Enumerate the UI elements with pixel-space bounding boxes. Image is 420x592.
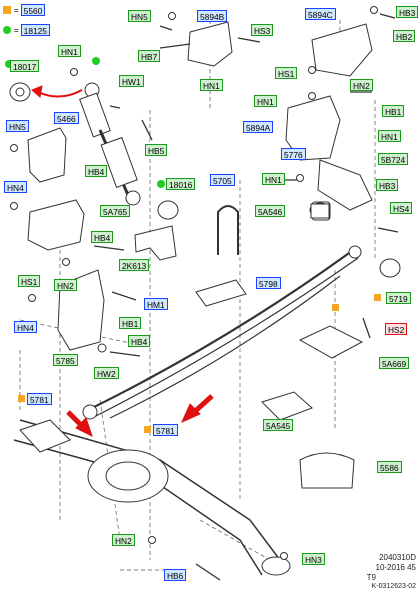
callout-arrows xyxy=(31,85,214,437)
label-5a545: 5A545 xyxy=(263,419,294,431)
axle-housing xyxy=(13,419,291,576)
label-hb4: HB4 xyxy=(85,165,108,177)
label-hn2: HN2 xyxy=(54,279,77,291)
label-5894a: 5894A xyxy=(243,121,274,133)
pad-5a545 xyxy=(261,391,313,421)
label-5719: 5719 xyxy=(386,292,411,304)
label-5a765: 5A765 xyxy=(100,205,131,217)
label-hs3: HS3 xyxy=(251,24,274,36)
label-5894b: 5894B xyxy=(197,10,228,22)
label-hw1: HW1 xyxy=(119,75,144,87)
label-5785: 5785 xyxy=(53,354,78,366)
drawing-ref-code: 2040310D xyxy=(379,553,416,562)
leaf-spring xyxy=(82,245,362,420)
label-hn2: HN2 xyxy=(112,534,135,546)
bracket-2k613 xyxy=(134,225,177,261)
label-hn1: HN1 xyxy=(254,95,277,107)
bracket-5894a xyxy=(285,95,341,161)
label-hn5: HN5 xyxy=(6,120,29,132)
green-dot-marker xyxy=(5,60,13,68)
label-hb4: HB4 xyxy=(91,231,114,243)
label-5466: 5466 xyxy=(54,112,79,124)
label-5894c: 5894C xyxy=(305,8,336,20)
bushing-5719 xyxy=(379,258,401,278)
label-hs2: HS2 xyxy=(385,323,408,335)
bracket-5a765 xyxy=(27,199,85,251)
orange-square-marker xyxy=(144,426,151,433)
bracket-5894b xyxy=(187,21,233,67)
label-hb2: HB2 xyxy=(393,30,416,42)
label-hb7: HB7 xyxy=(138,50,161,62)
legend-label-5560: 5560 xyxy=(20,4,46,16)
plate-5a669 xyxy=(298,325,364,359)
bushing-18016 xyxy=(157,200,179,220)
orange-square-marker xyxy=(374,294,381,301)
bushing-18017 xyxy=(9,82,31,102)
label-18016: 18016 xyxy=(166,178,196,190)
label-2k613: 2K613 xyxy=(119,259,150,271)
hardware-nuts xyxy=(10,6,378,560)
orange-square-marker xyxy=(3,6,11,14)
label-hb1: HB1 xyxy=(382,105,405,117)
label-hn4: HN4 xyxy=(4,181,27,193)
equals-sign: = xyxy=(14,25,19,35)
green-circle-marker xyxy=(3,26,11,34)
label-hb3: HB3 xyxy=(396,6,419,18)
orange-square-marker xyxy=(18,395,25,402)
legend-label-18125: 18125 xyxy=(20,24,50,36)
bracket-5466 xyxy=(27,127,67,183)
label-hn3: HN3 xyxy=(302,553,325,565)
label-5b724: 5B724 xyxy=(378,153,409,165)
label-hb3: HB3 xyxy=(376,179,399,191)
drawing-date: 10-2016 45 xyxy=(375,563,416,572)
green-dot-marker xyxy=(92,57,100,65)
legend-item-18125: = 18125 xyxy=(3,24,50,36)
green-dot-marker xyxy=(157,180,165,188)
drawing-part-number: K-0312623-02 xyxy=(371,583,416,590)
label-hn2: HN2 xyxy=(350,79,373,91)
label-5781: 5781 xyxy=(27,393,52,405)
label-hs1: HS1 xyxy=(275,67,298,79)
label-hn1: HN1 xyxy=(378,130,401,142)
label-hb1: HB1 xyxy=(119,317,142,329)
label-hb5: HB5 xyxy=(145,144,168,156)
label-5781: 5781 xyxy=(153,424,178,436)
label-hn5: HN5 xyxy=(128,10,151,22)
label-hw2: HW2 xyxy=(94,367,119,379)
label-5a546: 5A546 xyxy=(255,205,286,217)
bracket-5894c xyxy=(311,23,373,77)
label-hn1: HN1 xyxy=(58,45,81,57)
spring-pad-5798 xyxy=(195,279,247,307)
shock-absorber xyxy=(79,82,141,206)
label-hb4: HB4 xyxy=(128,335,151,347)
u-bolt-5705 xyxy=(217,205,239,255)
label-5776: 5776 xyxy=(281,148,306,160)
label-hm1: HM1 xyxy=(144,298,168,310)
label-hs1: HS1 xyxy=(18,275,41,287)
label-5705: 5705 xyxy=(210,174,235,186)
drawing-version: T9 xyxy=(366,573,376,582)
label-hn4: HN4 xyxy=(14,321,37,333)
label-hn1: HN1 xyxy=(262,173,285,185)
label-5a669: 5A669 xyxy=(379,357,410,369)
equals-sign: = xyxy=(14,5,19,15)
bump-stop-5a546 xyxy=(309,202,331,219)
legend-item-5560: = 5560 xyxy=(3,4,46,16)
label-hs4: HS4 xyxy=(390,202,413,214)
orange-square-marker xyxy=(332,304,339,311)
label-5586: 5586 xyxy=(377,461,402,473)
label-hb6: HB6 xyxy=(164,569,187,581)
jounce-block-5586 xyxy=(299,452,355,489)
label-5798: 5798 xyxy=(256,277,281,289)
label-hn1: HN1 xyxy=(200,79,223,91)
label-18017: 18017 xyxy=(10,60,40,72)
